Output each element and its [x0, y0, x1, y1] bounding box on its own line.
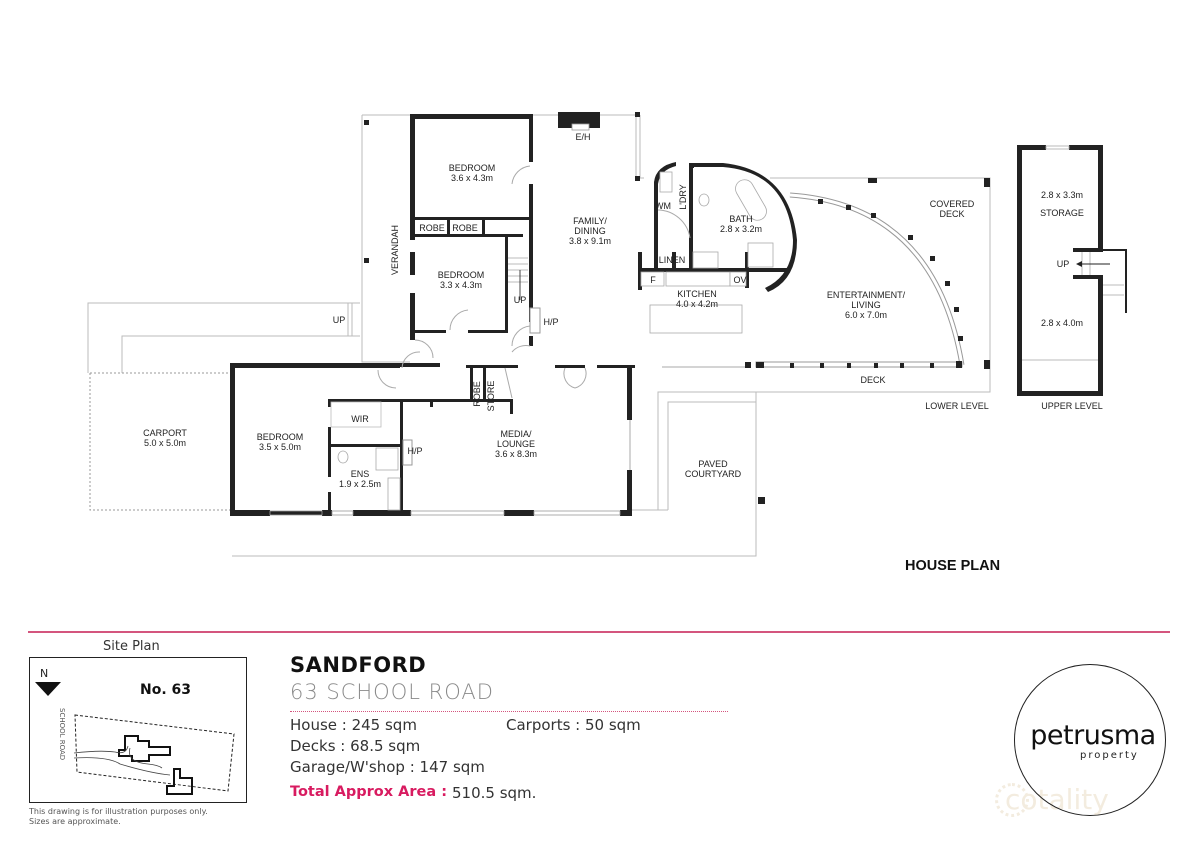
svg-text:UP: UP — [514, 295, 527, 305]
svg-text:3.6 x 8.3m: 3.6 x 8.3m — [495, 449, 537, 459]
floor-plan: BEDROOM 3.6 x 4.3m E/H ROBE ROBE BEDROOM… — [87, 112, 1127, 557]
svg-text:F: F — [650, 275, 656, 285]
svg-text:COURTYARD: COURTYARD — [685, 469, 742, 479]
svg-text:H/P: H/P — [543, 317, 558, 327]
svg-text:STORE: STORE — [486, 381, 496, 412]
house-plan-title: HOUSE PLAN — [905, 558, 1001, 574]
svg-text:4.0 x 4.2m: 4.0 x 4.2m — [676, 299, 718, 309]
svg-text:UPPER LEVEL: UPPER LEVEL — [1041, 401, 1103, 411]
svg-text:WM: WM — [655, 201, 671, 211]
svg-text:DECK: DECK — [860, 375, 885, 385]
total-area-label: Total Approx Area : — [290, 784, 447, 800]
accent-divider — [28, 631, 1170, 633]
svg-text:LOUNGE: LOUNGE — [497, 439, 535, 449]
svg-text:KITCHEN: KITCHEN — [677, 289, 717, 299]
svg-text:DECK: DECK — [939, 209, 964, 219]
svg-text:3.3 x 4.3m: 3.3 x 4.3m — [440, 280, 482, 290]
dotted-divider — [290, 711, 728, 712]
disclaimer-line-2: Sizes are approximate. — [29, 817, 121, 826]
site-plan-box: N No. 63 SCHOOL ROAD — [29, 657, 247, 803]
svg-text:ROBE: ROBE — [419, 223, 445, 233]
svg-text:BEDROOM: BEDROOM — [438, 270, 485, 280]
cotality-logo-icon — [995, 783, 1029, 817]
svg-text:L'DRY: L'DRY — [678, 184, 688, 210]
suburb-title: SANDFORD — [290, 653, 427, 677]
address: 63 SCHOOL ROAD — [290, 680, 494, 704]
svg-text:STORAGE: STORAGE — [1040, 208, 1084, 218]
svg-text:ENTERTAINMENT/: ENTERTAINMENT/ — [827, 290, 906, 300]
decks-area: Decks : 68.5 sqm — [290, 737, 421, 755]
svg-text:FAMILY/: FAMILY/ — [573, 216, 607, 226]
carports-area: Carports : 50 sqm — [506, 716, 641, 734]
road-label: SCHOOL ROAD — [58, 708, 66, 760]
svg-text:H/P: H/P — [407, 446, 422, 456]
north-label: N — [40, 667, 48, 680]
svg-text:2.8 x 3.2m: 2.8 x 3.2m — [720, 224, 762, 234]
agency-name: petrusma — [1030, 720, 1156, 751]
svg-text:DINING: DINING — [574, 226, 606, 236]
svg-text:ROBE: ROBE — [452, 223, 478, 233]
house-area: House : 245 sqm — [290, 716, 417, 734]
upper-level — [1017, 145, 1127, 396]
site-plan-map: N No. 63 SCHOOL ROAD — [35, 667, 235, 795]
agency-logo — [1014, 664, 1166, 816]
svg-text:VERANDAH: VERANDAH — [390, 225, 400, 275]
svg-text:6.0 x 7.0m: 6.0 x 7.0m — [845, 310, 887, 320]
svg-text:CARPORT: CARPORT — [143, 428, 187, 438]
disclaimer: This drawing is for illustration purpose… — [29, 807, 208, 827]
garage-area: Garage/W'shop : 147 sqm — [290, 758, 485, 776]
svg-text:BATH: BATH — [729, 214, 752, 224]
svg-text:WIR: WIR — [351, 414, 369, 424]
svg-text:2.8 x 4.0m: 2.8 x 4.0m — [1041, 318, 1083, 328]
svg-text:E/H: E/H — [575, 132, 590, 142]
svg-text:5.0 x 5.0m: 5.0 x 5.0m — [144, 438, 186, 448]
svg-text:LOWER LEVEL: LOWER LEVEL — [925, 401, 989, 411]
svg-text:3.5 x 5.0m: 3.5 x 5.0m — [259, 442, 301, 452]
svg-text:ROBE: ROBE — [472, 381, 482, 407]
svg-text:COVERED: COVERED — [930, 199, 975, 209]
svg-text:MEDIA/: MEDIA/ — [500, 429, 532, 439]
total-area-value: 510.5 sqm. — [452, 784, 537, 802]
north-arrow-icon — [35, 682, 61, 696]
svg-text:UP: UP — [1057, 259, 1070, 269]
svg-text:3.8 x 9.1m: 3.8 x 9.1m — [569, 236, 611, 246]
entertainment-walls — [662, 178, 990, 504]
svg-text:OV: OV — [733, 275, 746, 285]
svg-text:BEDROOM: BEDROOM — [257, 432, 304, 442]
kitchen-bath-walls — [638, 162, 797, 334]
svg-text:UP: UP — [333, 315, 346, 325]
svg-text:3.6 x 4.3m: 3.6 x 4.3m — [451, 173, 493, 183]
room-labels: BEDROOM 3.6 x 4.3m E/H ROBE ROBE BEDROOM… — [143, 132, 1103, 489]
svg-text:LIVING: LIVING — [851, 300, 881, 310]
svg-text:1.9 x 2.5m: 1.9 x 2.5m — [339, 479, 381, 489]
svg-text:LINEN: LINEN — [659, 255, 686, 265]
svg-text:2.8 x 3.3m: 2.8 x 3.3m — [1041, 190, 1083, 200]
outline-lines — [87, 114, 991, 557]
svg-text:ENS: ENS — [351, 469, 370, 479]
disclaimer-line-1: This drawing is for illustration purpose… — [29, 807, 208, 816]
walls — [230, 112, 640, 516]
site-plan-title: Site Plan — [103, 639, 160, 654]
agency-subtitle: property — [1080, 750, 1139, 761]
svg-text:PAVED: PAVED — [698, 459, 728, 469]
lot-number: No. 63 — [140, 682, 191, 698]
svg-text:BEDROOM: BEDROOM — [449, 163, 496, 173]
